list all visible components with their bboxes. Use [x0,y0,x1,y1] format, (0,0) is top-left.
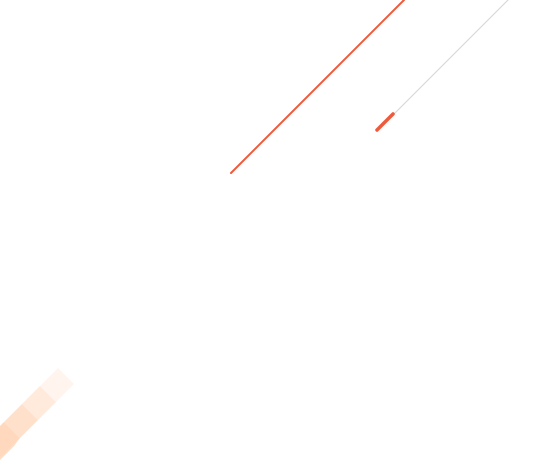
peach-diagonal-stripe [0,368,74,460]
stripe-block-2 [22,386,56,420]
stripe-block-3 [4,404,38,438]
grey-diagonal-track [392,0,509,116]
stripe-block-4 [0,422,20,458]
orange-short-segment [375,112,395,132]
stripe-block-5 [0,438,20,460]
stripe-block-1 [40,368,74,402]
orange-diagonal-line [230,0,405,174]
